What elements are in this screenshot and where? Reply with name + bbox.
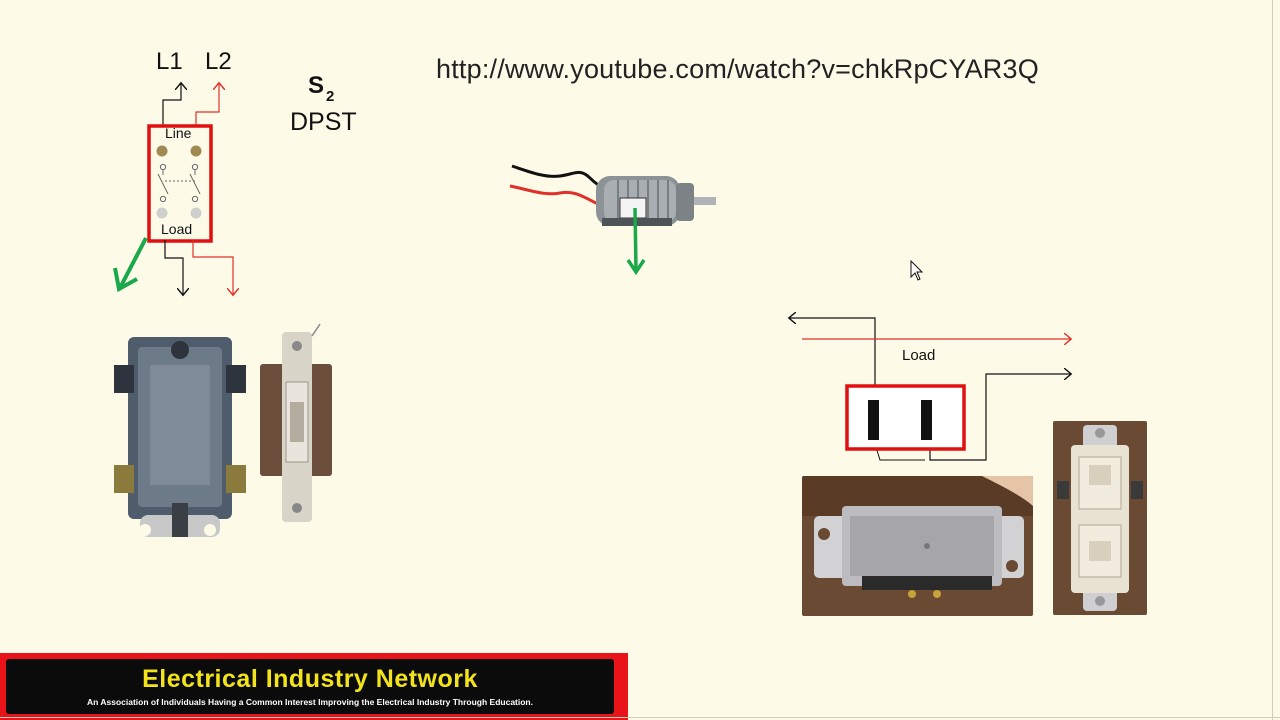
switch-subscript: 2 <box>326 88 335 105</box>
dpst-switch-schematic <box>113 84 233 294</box>
dpst-switch-back-photo <box>114 337 246 537</box>
mouse-pointer-icon <box>910 260 924 281</box>
bottom-border <box>0 717 1280 718</box>
duplex-switch-front-photo <box>1053 421 1147 615</box>
video-url-text: http://www.youtube.com/watch?v=chkRpCYAR… <box>436 54 1039 84</box>
l2-label: L2 <box>205 48 232 75</box>
organization-banner: Electrical Industry Network An Associati… <box>0 653 628 720</box>
l1-label: L1 <box>156 48 183 75</box>
switch-symbol: S <box>308 72 325 99</box>
duplex-wiring-schematic <box>790 318 1070 461</box>
duplex-switch-hand-photo <box>802 476 1033 616</box>
motor-icon <box>509 164 716 276</box>
right-border <box>1272 0 1273 720</box>
switch-type-label: DPST <box>290 108 357 136</box>
banner-title: Electrical Industry Network <box>142 665 478 693</box>
line-label: Line <box>165 125 192 141</box>
banner-subtitle: An Association of Individuals Having a C… <box>87 697 533 707</box>
banner-inner-panel: Electrical Industry Network An Associati… <box>6 659 614 714</box>
switch-load-label: Load <box>161 221 193 237</box>
outlet-load-label: Load <box>902 347 936 364</box>
toggle-switch-photo <box>260 323 332 522</box>
